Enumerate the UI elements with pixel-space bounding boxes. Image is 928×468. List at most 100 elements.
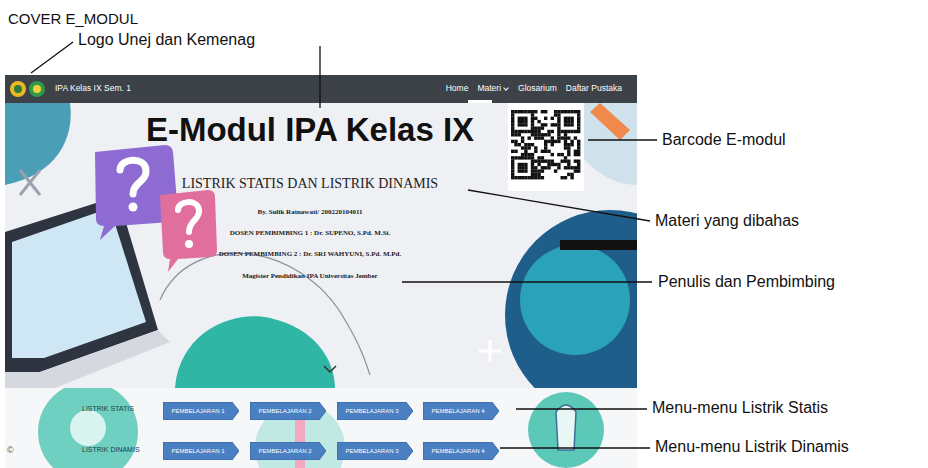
qr-code xyxy=(567,130,570,133)
qr-code xyxy=(534,150,537,153)
lesson-button: PEMBELAJARAN 1 xyxy=(163,442,239,460)
qr-code xyxy=(524,176,527,179)
qr-code xyxy=(531,117,534,120)
callout-text: Logo Unej dan Kemenag xyxy=(78,30,255,49)
program-line: Magister Pendidikan IPA Universitas Jemb… xyxy=(242,272,377,280)
qr-code xyxy=(577,163,580,166)
lesson-button: PEMBELAJARAN 2 xyxy=(250,442,326,460)
leader-line xyxy=(319,46,320,108)
qr-code xyxy=(537,176,540,179)
qr-code xyxy=(531,113,534,116)
qr-code xyxy=(564,160,567,163)
qr-code xyxy=(511,117,514,120)
qr-code xyxy=(518,110,521,113)
qr-code xyxy=(557,153,560,156)
qr-code xyxy=(557,117,560,120)
callout-text: Barcode E-modul xyxy=(662,130,786,149)
qr-code xyxy=(570,143,573,146)
qr-code xyxy=(531,156,534,159)
qr-code xyxy=(574,153,577,156)
qr-code xyxy=(518,117,521,120)
qr-code xyxy=(521,176,524,179)
site-name: IPA Kelas IX Sem. 1 xyxy=(55,84,131,93)
qr-code xyxy=(567,136,570,139)
qr-code xyxy=(567,120,570,123)
qr-code xyxy=(544,133,547,136)
qr-code xyxy=(577,153,580,156)
hero-background xyxy=(20,170,40,195)
qr-code xyxy=(537,160,540,163)
qr-code xyxy=(531,153,534,156)
qr-code xyxy=(547,140,550,143)
leader-line xyxy=(516,408,647,409)
qr-code xyxy=(551,160,554,163)
qr-code xyxy=(561,130,564,133)
qr-code xyxy=(537,136,540,139)
qr-code xyxy=(561,176,564,179)
qr-code xyxy=(551,117,554,120)
qr-code xyxy=(521,130,524,133)
qr-code xyxy=(574,169,577,172)
qr-code xyxy=(567,160,570,163)
qr-code xyxy=(577,113,580,116)
hero-background xyxy=(160,253,370,375)
qr-code xyxy=(511,113,514,116)
lesson-button: PEMBELAJARAN 1 xyxy=(163,402,239,420)
qr-code xyxy=(564,146,567,149)
qr-code xyxy=(531,120,534,123)
qr-code xyxy=(524,143,527,146)
qr-code xyxy=(567,146,570,149)
qr-code xyxy=(534,127,537,130)
button-label: PEMBELAJARAN 2 xyxy=(258,448,311,455)
qr-code xyxy=(528,156,531,159)
qr-code xyxy=(567,173,570,176)
nav-bar xyxy=(5,75,637,103)
qr-code xyxy=(521,146,524,149)
qr-code xyxy=(557,130,560,133)
qr-code xyxy=(544,117,547,120)
qr-code xyxy=(564,140,567,143)
qr-code xyxy=(561,110,564,113)
qr-code xyxy=(557,166,560,169)
qr-code xyxy=(547,130,550,133)
qr-code xyxy=(511,127,514,130)
qr-code xyxy=(570,123,573,126)
qr-code xyxy=(528,153,531,156)
lesson-button: PEMBELAJARAN 3 xyxy=(337,442,413,460)
qr-code xyxy=(557,163,560,166)
menu-strip xyxy=(70,410,106,446)
qr-code xyxy=(554,163,557,166)
qr-code xyxy=(577,130,580,133)
leader-line xyxy=(31,42,657,448)
qr-code xyxy=(544,150,547,153)
leader-line xyxy=(468,190,650,221)
qr-code xyxy=(531,143,534,146)
menu-heading: LISTRIK STATIS xyxy=(82,405,134,413)
qr-code xyxy=(511,173,514,176)
qr-code xyxy=(521,163,524,166)
qr-code xyxy=(528,136,531,139)
qr-code xyxy=(534,169,537,172)
qr-code xyxy=(521,117,524,120)
button-shape xyxy=(337,402,413,420)
hero-background xyxy=(560,240,637,250)
qr-code xyxy=(518,130,521,133)
qr-code xyxy=(574,160,577,163)
leader-line xyxy=(31,42,73,73)
qr-code xyxy=(547,150,550,153)
qr-code xyxy=(524,163,527,166)
qr-code xyxy=(557,140,560,143)
qr-code xyxy=(577,146,580,149)
qr-code xyxy=(514,133,517,136)
qr-code xyxy=(531,169,534,172)
qr-code xyxy=(570,110,573,113)
button-label: PEMBELAJARAN 3 xyxy=(345,448,398,455)
qr-code xyxy=(577,127,580,130)
qr-code xyxy=(511,156,514,159)
qr-code xyxy=(537,173,540,176)
qr-code xyxy=(511,176,514,179)
qr-code xyxy=(534,110,537,113)
qr-code xyxy=(528,130,531,133)
qr-code xyxy=(511,120,514,123)
qr-code xyxy=(570,173,573,176)
